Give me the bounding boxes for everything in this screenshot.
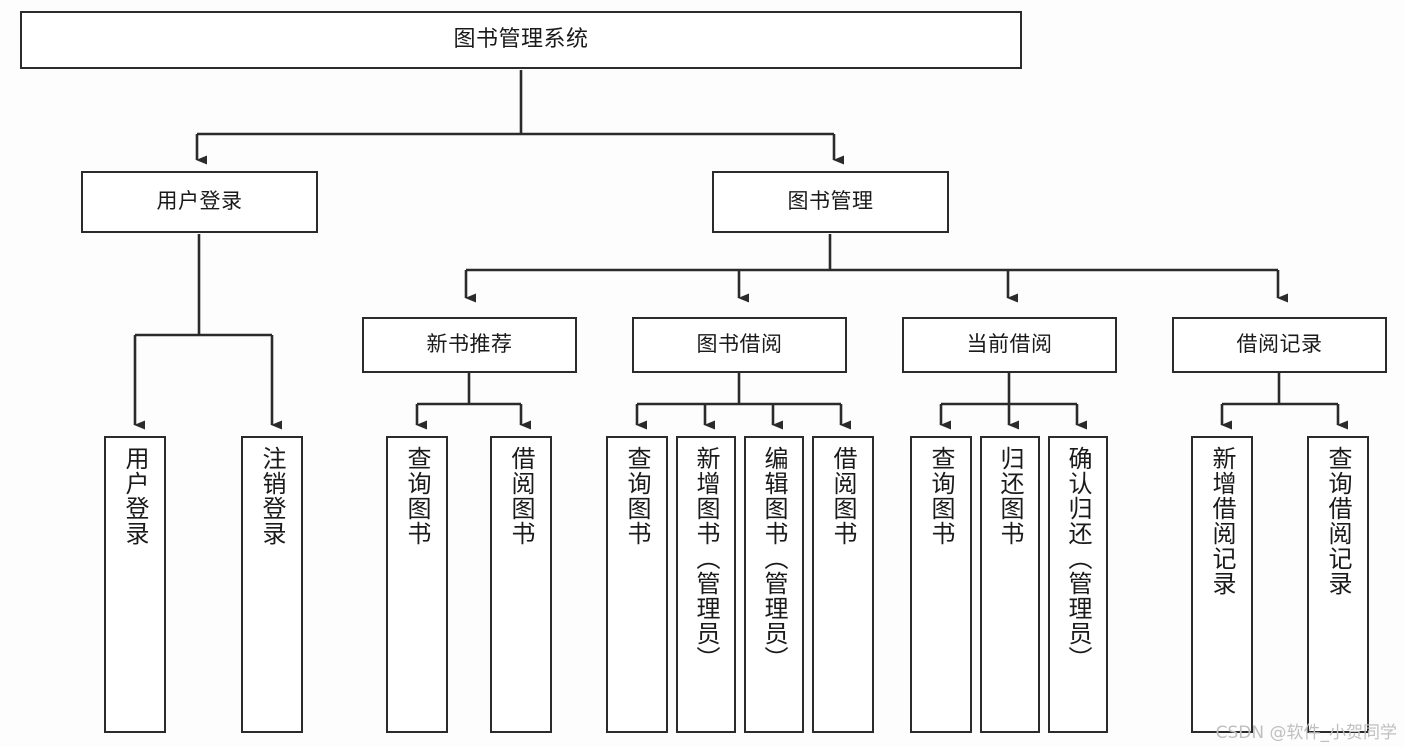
node-label: 确认归还（管理员） bbox=[1064, 446, 1092, 671]
node-label: 新书推荐 bbox=[426, 332, 513, 357]
leaf-book-borrow-1[interactable]: 新增图书（管理员） bbox=[676, 436, 736, 733]
node-label: 用户登录 bbox=[156, 189, 243, 214]
node-label: 当前借阅 bbox=[966, 332, 1053, 357]
node-label: 查询图书 bbox=[623, 446, 651, 546]
leaf-current-borrow-0[interactable]: 查询图书 bbox=[910, 436, 972, 733]
leaf-book-borrow-0[interactable]: 查询图书 bbox=[606, 436, 668, 733]
node-label: 查询图书 bbox=[927, 446, 955, 546]
node-label: 归还图书 bbox=[996, 446, 1024, 546]
node-label: 图书管理 bbox=[787, 189, 874, 214]
node-label: 借阅图书 bbox=[829, 446, 857, 546]
leaf-new-book-0[interactable]: 查询图书 bbox=[386, 436, 448, 733]
node-root-system[interactable]: 图书管理系统 bbox=[20, 11, 1022, 69]
node-book-borrow[interactable]: 图书借阅 bbox=[632, 317, 847, 373]
node-label: 用户登录 bbox=[121, 446, 149, 546]
node-label: 借阅图书 bbox=[507, 446, 535, 546]
leaf-current-borrow-2[interactable]: 确认归还（管理员） bbox=[1048, 436, 1108, 733]
leaf-user-login-1[interactable]: 注销登录 bbox=[241, 436, 303, 733]
leaf-current-borrow-1[interactable]: 归还图书 bbox=[980, 436, 1040, 733]
leaf-book-borrow-3[interactable]: 借阅图书 bbox=[812, 436, 874, 733]
node-book-management[interactable]: 图书管理 bbox=[712, 171, 949, 233]
node-label: 查询借阅记录 bbox=[1324, 446, 1352, 596]
node-label: 借阅记录 bbox=[1236, 332, 1323, 357]
node-label: 编辑图书（管理员） bbox=[760, 446, 788, 671]
leaf-new-book-1[interactable]: 借阅图书 bbox=[490, 436, 552, 733]
leaf-borrow-record-1[interactable]: 查询借阅记录 bbox=[1307, 436, 1369, 733]
node-borrow-record[interactable]: 借阅记录 bbox=[1172, 317, 1387, 373]
node-label: 图书借阅 bbox=[696, 332, 783, 357]
leaf-user-login-0[interactable]: 用户登录 bbox=[104, 436, 166, 733]
node-label: 查询图书 bbox=[403, 446, 431, 546]
node-new-book-recommend[interactable]: 新书推荐 bbox=[362, 317, 577, 373]
leaf-book-borrow-2[interactable]: 编辑图书（管理员） bbox=[744, 436, 804, 733]
node-current-borrow[interactable]: 当前借阅 bbox=[902, 317, 1117, 373]
node-user-login[interactable]: 用户登录 bbox=[81, 171, 318, 233]
node-label: 新增图书（管理员） bbox=[692, 446, 720, 671]
csdn-watermark: CSDN @软件_小贺同学 bbox=[1215, 723, 1397, 743]
leaf-borrow-record-0[interactable]: 新增借阅记录 bbox=[1191, 436, 1253, 733]
node-label: 新增借阅记录 bbox=[1208, 446, 1236, 596]
node-label: 注销登录 bbox=[258, 446, 286, 546]
node-label: 图书管理系统 bbox=[453, 26, 589, 52]
